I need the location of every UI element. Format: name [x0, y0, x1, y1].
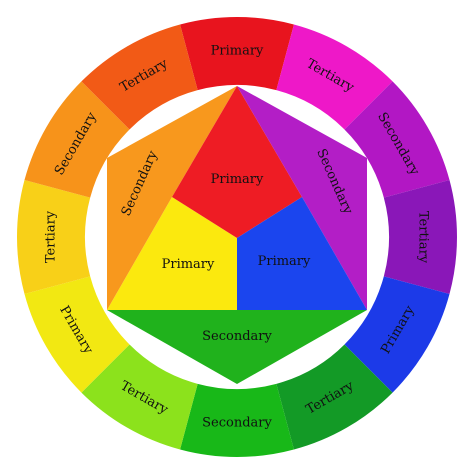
label-inner-left-primary: Primary — [162, 257, 215, 272]
ring-segment-1 — [276, 24, 393, 130]
ring-segment-10 — [24, 81, 130, 198]
inner-secondary-purple — [237, 86, 367, 310]
ring-segment-9 — [17, 180, 91, 294]
inner-primary-blue — [237, 197, 367, 310]
inner-primary-red — [172, 86, 302, 238]
label-inner-top-primary: Primary — [211, 172, 264, 187]
ring-segment-8 — [24, 276, 130, 393]
ring-label-9: Tertiary — [44, 210, 59, 263]
ring-label-3: Tertiary — [416, 211, 431, 264]
ring-segment-6 — [180, 383, 294, 457]
ring-segment-5 — [276, 344, 393, 450]
ring-segment-4 — [344, 276, 450, 393]
ring-label-6: Secondary — [202, 416, 272, 431]
label-inner-bottom-secondary: Secondary — [202, 329, 272, 344]
ring-segment-2 — [344, 81, 450, 198]
inner-secondary-orange — [107, 86, 237, 310]
ring-label-0: Primary — [211, 44, 264, 59]
ring-segment-0 — [180, 17, 294, 91]
inner-hexagon: Primary Primary Primary Secondary Second… — [107, 86, 367, 384]
ring-segment-11 — [81, 24, 198, 130]
inner-secondary-green — [107, 310, 367, 384]
ring-segment-3 — [383, 180, 457, 294]
ring-segment-7 — [81, 344, 198, 450]
inner-primary-yellow — [107, 197, 237, 310]
label-inner-right-primary: Primary — [258, 254, 311, 269]
outer-ring: PrimaryTertiarySecondaryTertiaryPrimaryT… — [17, 17, 457, 457]
